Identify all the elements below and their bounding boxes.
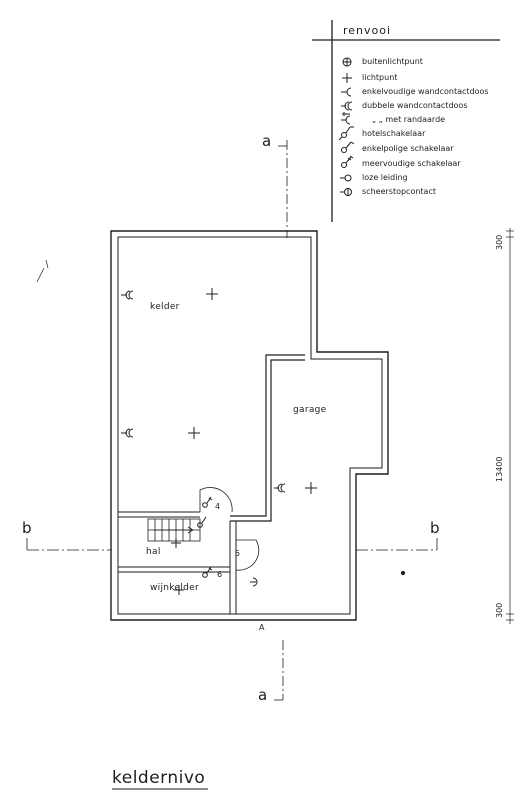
legend-label-loze-leiding: loze leiding [362, 173, 408, 182]
room-label-hal: hal [146, 547, 161, 557]
randaarde-icon [341, 112, 351, 125]
garage-wall [230, 354, 305, 522]
dimension-line [506, 228, 514, 624]
dubbele-wandcontactdoos-icon [341, 101, 353, 111]
pencil-mark [36, 259, 49, 283]
dimension-total: 13400 [495, 456, 504, 482]
lichtpunt-kelder-1 [206, 288, 218, 300]
dimension-top: 300 [495, 234, 504, 250]
dimension-bottom: 300 [495, 602, 504, 618]
legend-label-meervoudige-schakelaar: meervoudige schakelaar [362, 159, 461, 168]
switch-number-6: 6 [217, 570, 223, 579]
dubbele-wandcontactdoos-garage [274, 483, 286, 493]
schakelaar-4 [202, 496, 213, 508]
door-stair [199, 487, 233, 513]
dubbele-wandcontactdoos-kelder-2 [121, 428, 134, 438]
room-label-kelder: kelder [150, 302, 180, 312]
section-mark-a-bottom: a [258, 686, 268, 704]
scheerstopcontact-icon [340, 188, 352, 196]
legend-label-buitenlichtpunt: buitenlichtpunt [362, 57, 423, 66]
lichtpunt-kelder-2 [188, 427, 200, 439]
lichtpunt-icon [342, 73, 352, 83]
legend-label-randaarde: „ „ met randaarde [372, 115, 446, 124]
room-label-wijnkelder: wijnkelder [150, 583, 199, 593]
dubbele-wandcontactdoos-kelder-1 [121, 290, 134, 300]
lichtpunt-hal [171, 538, 181, 548]
ink-dot [400, 570, 406, 576]
wijnkelder-wall-right [229, 521, 237, 614]
legend-label-enkelpolige-schakelaar: enkelpolige schakelaar [362, 144, 454, 153]
room-label-garage: garage [293, 405, 327, 415]
loze-leiding-icon [340, 174, 352, 182]
wijnkelder-wall [118, 566, 230, 573]
enkelpolige-schakelaar-icon [341, 141, 355, 153]
legend-title: renvooi [343, 24, 392, 37]
drawing-title: keldernivo [112, 768, 206, 788]
section-line-b [26, 538, 438, 551]
wandcontactdoos-wijnkelder [250, 577, 258, 587]
buitenlichtpunt-icon [342, 57, 352, 67]
hotelschakelaar-icon [338, 126, 354, 141]
meervoudige-schakelaar-icon [341, 155, 354, 168]
legend-label-hotelschakelaar: hotelschakelaar [362, 129, 426, 138]
schakelaar-stair [197, 516, 207, 528]
wandcontactdoos-icon [341, 87, 352, 97]
switch-number-5: 5 [235, 549, 241, 558]
lichtpunt-wijnkelder [174, 585, 184, 595]
section-mark-b-left: b [22, 519, 32, 537]
section-line-a [274, 140, 288, 701]
legend-label-lichtpunt: lichtpunt [362, 73, 398, 82]
section-mark-a-top: a [262, 132, 272, 150]
legend-label-dubbele-wandcontactdoos: dubbele wandcontactdoos [362, 101, 468, 110]
section-mark-b-right: b [430, 519, 440, 537]
legend-label-scheerstopcontact: scheerstopcontact [362, 187, 436, 196]
staircase [147, 518, 201, 542]
door-wijnkelder [235, 539, 260, 571]
lichtpunt-garage [305, 482, 317, 494]
switch-number-4: 4 [215, 502, 221, 511]
reference-mark-a: A [259, 623, 265, 632]
exterior-wall-inner [117, 236, 383, 615]
legend-label-wandcontactdoos: enkelvoudige wandcontactdoos [362, 87, 489, 96]
schakelaar-6 [202, 566, 213, 578]
exterior-wall-outer [110, 230, 389, 621]
hal-wall-top [118, 511, 200, 518]
